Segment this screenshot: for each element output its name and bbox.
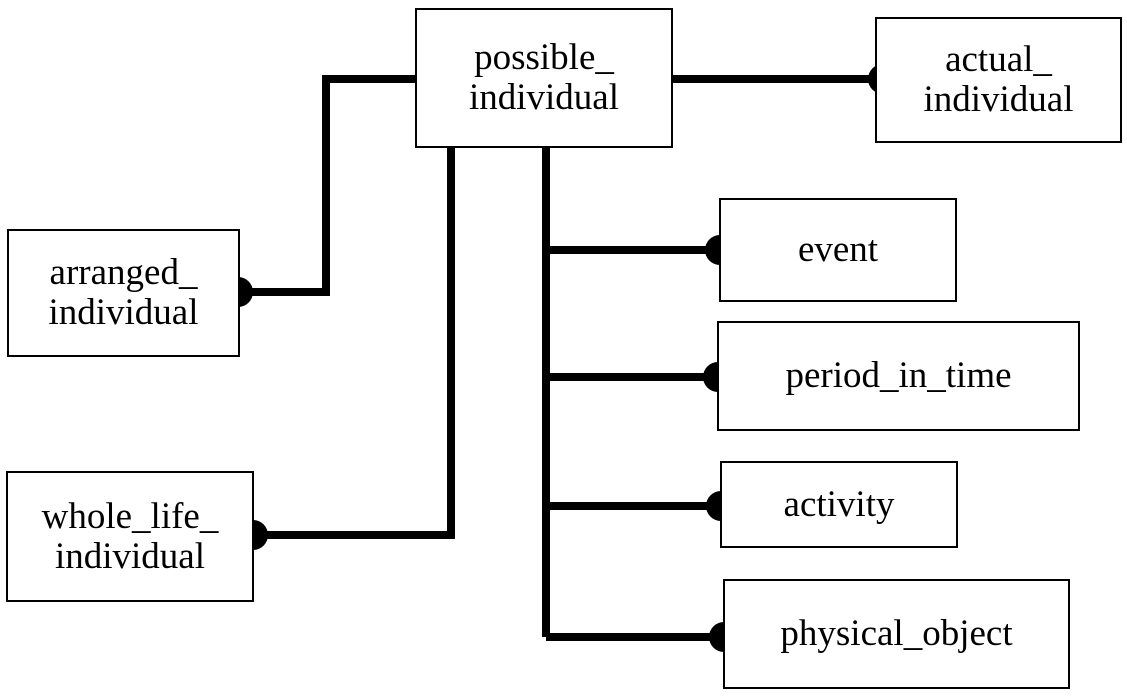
connector-lines <box>238 75 883 641</box>
node-period-in-time[interactable]: period_in_time <box>717 321 1080 431</box>
node-possible-individual[interactable]: possible_ individual <box>415 8 673 148</box>
node-label: physical_object <box>780 613 1013 655</box>
node-whole-life-individual[interactable]: whole_life_ individual <box>6 471 254 602</box>
node-label: possible_ individual <box>468 37 620 118</box>
node-label: arranged_ individual <box>48 252 199 333</box>
node-physical-object[interactable]: physical_object <box>723 579 1070 689</box>
node-arranged-individual[interactable]: arranged_ individual <box>7 229 240 357</box>
node-label: period_in_time <box>785 355 1012 397</box>
node-label: event <box>797 229 879 271</box>
node-event[interactable]: event <box>719 198 957 302</box>
node-actual-individual[interactable]: actual_ individual <box>875 17 1122 143</box>
path-wholelife <box>253 148 455 539</box>
node-activity[interactable]: activity <box>720 461 958 548</box>
node-label: whole_life_ individual <box>41 495 219 577</box>
node-label: activity <box>783 483 895 525</box>
path-arranged <box>238 75 417 296</box>
node-label: actual_ individual <box>923 39 1074 120</box>
